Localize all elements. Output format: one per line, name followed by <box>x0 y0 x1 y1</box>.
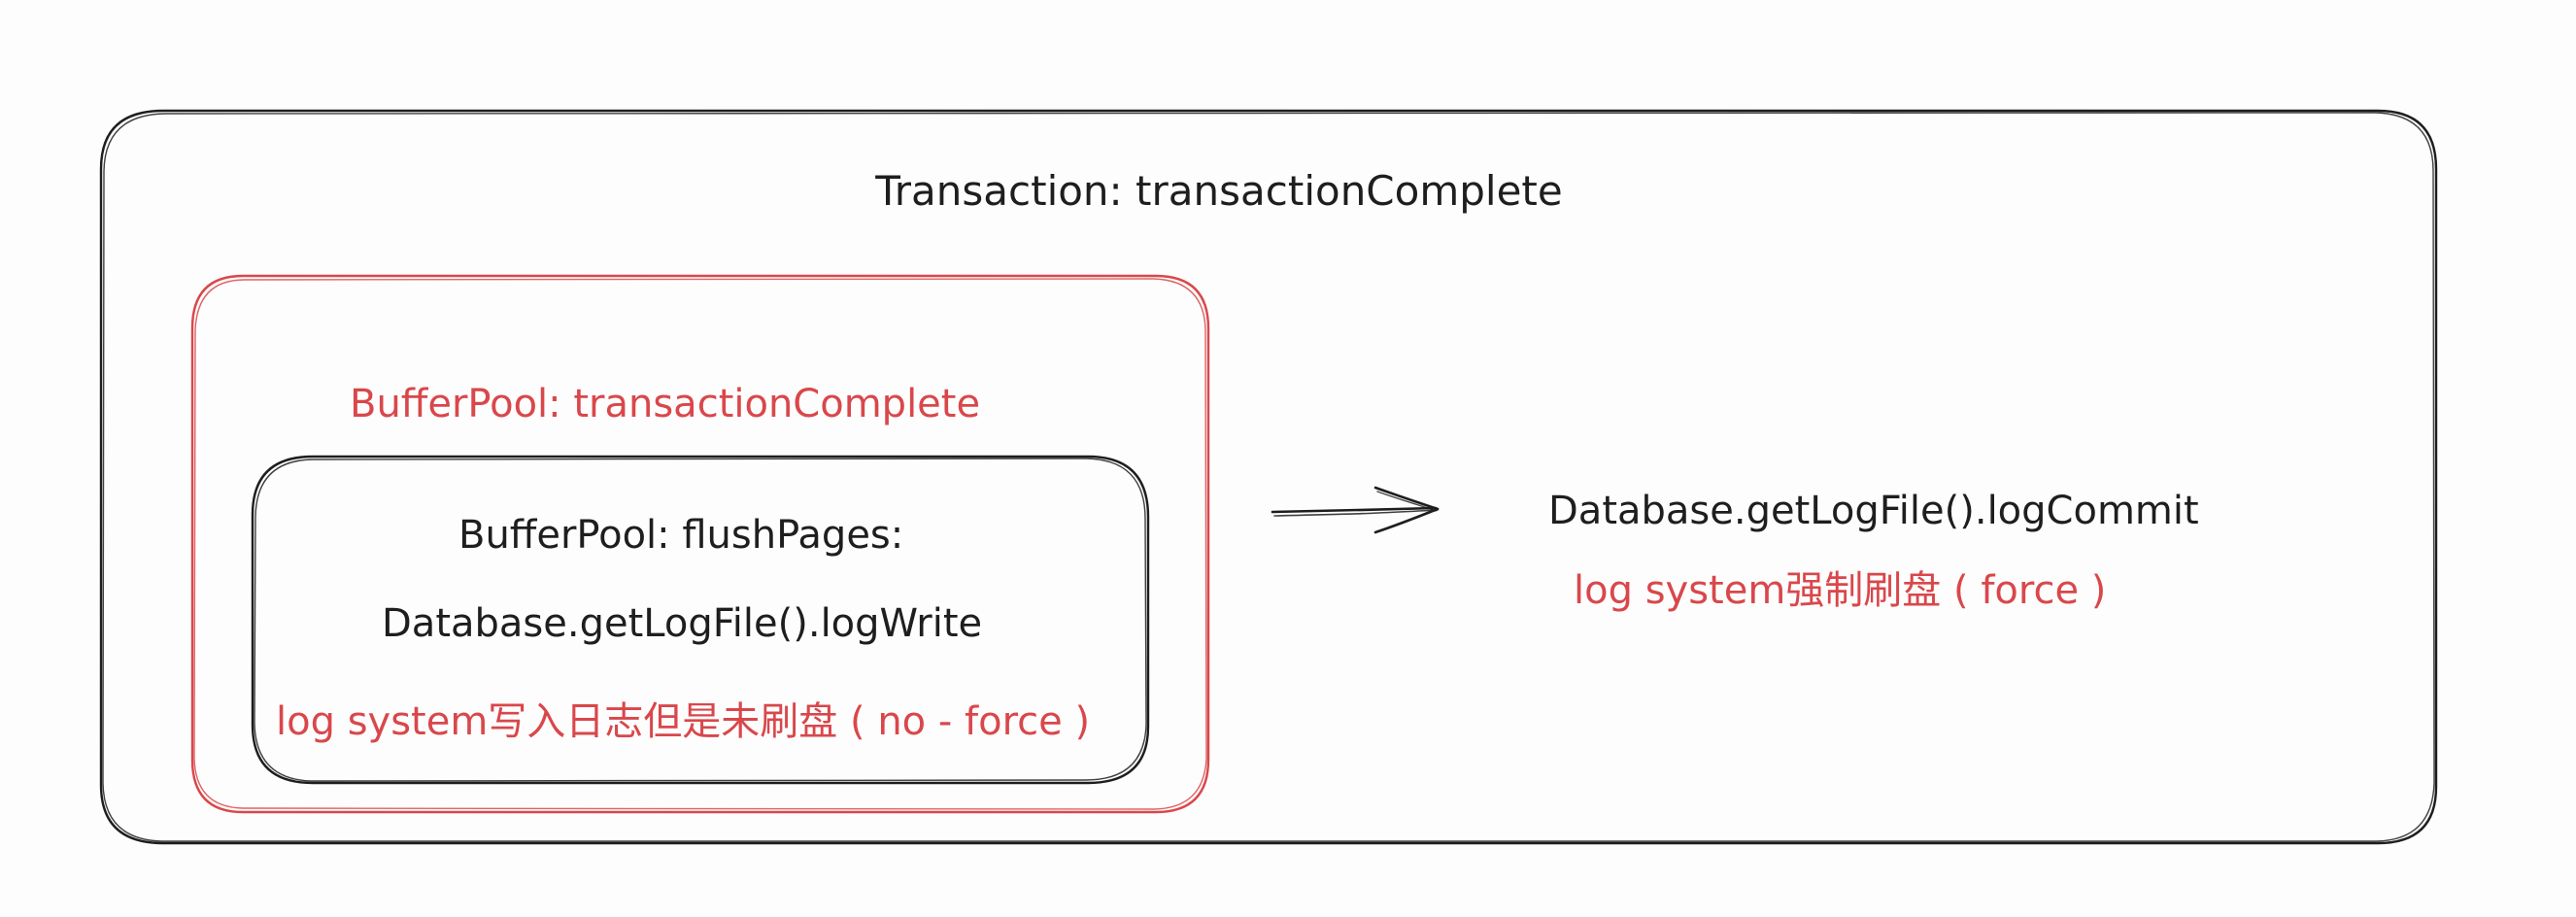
arrow-right-icon <box>1271 486 1440 534</box>
transaction-box <box>99 109 2438 845</box>
transaction-title: Transaction: transactionComplete <box>875 167 1563 215</box>
force-note: log system强制刷盘 ( force ) <box>1574 568 2107 613</box>
flushpages-title: BufferPool: flushPages: <box>458 513 904 558</box>
logcommit-call-label: Database.getLogFile().logCommit <box>1548 489 2199 533</box>
bufferpool-title: BufferPool: transactionComplete <box>350 382 981 426</box>
bufferpool-box <box>190 274 1210 814</box>
logwrite-call-label: Database.getLogFile().logWrite <box>382 601 983 646</box>
no-force-note: log system写入日志但是未刷盘 ( no - force ) <box>276 699 1091 744</box>
flushpages-box <box>251 455 1150 785</box>
